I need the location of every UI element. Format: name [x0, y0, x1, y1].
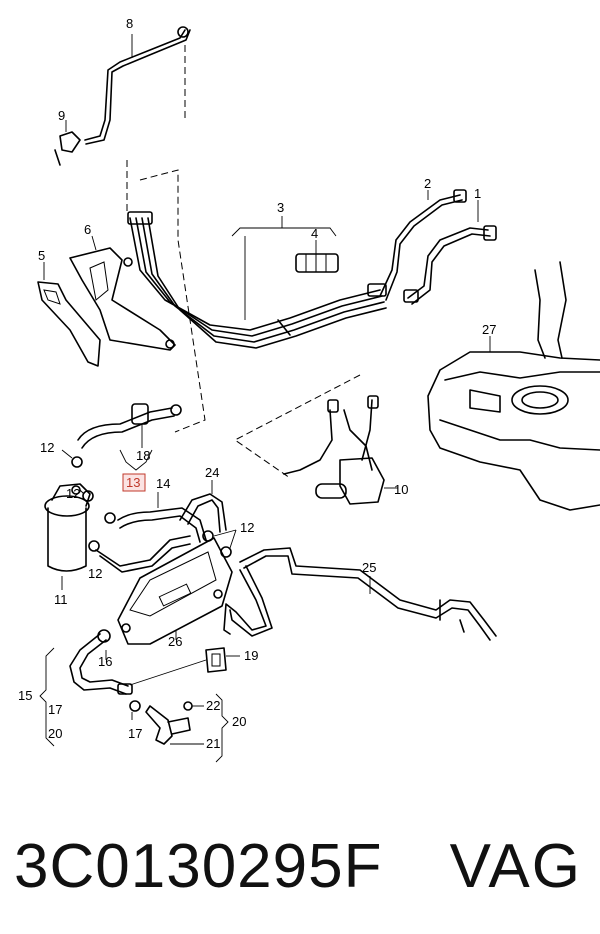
hose-assembly-15 [69, 629, 133, 695]
hose-14 [117, 492, 207, 543]
callout-12-d: 12 [88, 566, 102, 581]
hose-clamps-12 [61, 449, 237, 558]
callout-21: 21 [206, 736, 220, 751]
fuel-line-1 [403, 200, 497, 305]
fuel-line-8 [84, 26, 191, 145]
callout-18: 18 [136, 448, 150, 463]
callout-8: 8 [126, 16, 133, 31]
callout-9: 9 [58, 108, 65, 123]
exploded-parts-diagram: 8 9 2 1 3 4 6 5 27 12 18 13 14 24 12 12 … [18, 16, 600, 763]
callout-19: 19 [244, 648, 258, 663]
callout-27: 27 [482, 322, 496, 337]
leader-13 [119, 449, 153, 471]
callout-12-c: 12 [240, 520, 254, 535]
bracket-19 [129, 647, 240, 686]
callout-6: 6 [84, 222, 91, 237]
connector-21 [129, 700, 204, 745]
hose-24 [179, 480, 227, 533]
fuel-tank-27 [427, 261, 600, 511]
callout-5: 5 [38, 248, 45, 263]
callout-17-b: 17 [128, 726, 142, 741]
callout-4: 4 [311, 226, 318, 241]
fuel-line-25 [223, 547, 497, 641]
clip-4 [295, 240, 339, 273]
callout-24: 24 [205, 465, 219, 480]
guide-line [139, 169, 206, 433]
callout-3: 3 [277, 200, 284, 215]
callout-2: 2 [424, 176, 431, 191]
sensor-harness-10 [283, 395, 398, 505]
callout-1: 1 [474, 186, 481, 201]
hose-lower [95, 535, 191, 573]
callout-13-highlight [122, 473, 146, 492]
footer: 3C0130295F VAG [0, 812, 600, 922]
fuel-line-2 [379, 189, 467, 301]
callout-15: 15 [18, 688, 32, 703]
group-bracket-15 [39, 647, 55, 747]
callout-20-a: 20 [48, 726, 62, 741]
callout-16: 16 [98, 654, 112, 669]
part-number: 3C0130295F [14, 832, 383, 901]
callout-11: 11 [54, 592, 68, 607]
callout-26: 26 [168, 634, 182, 649]
callout-25: 25 [362, 560, 376, 575]
bracket-5 [37, 262, 101, 367]
fuel-line-connector-9 [54, 120, 81, 166]
heat-shield-6 [69, 235, 176, 351]
callout-13: 13 [126, 475, 140, 490]
callout-20-b: 20 [232, 714, 246, 729]
callout-17-a: 17 [48, 702, 62, 717]
guide-line [234, 374, 361, 479]
callout-12-a: 12 [40, 440, 54, 455]
hose-18 [77, 403, 182, 449]
callout-12-b: 12 [66, 486, 80, 501]
callout-10: 10 [394, 482, 408, 497]
callout-22: 22 [206, 698, 220, 713]
brand-label: VAG [449, 832, 582, 901]
callout-14: 14 [156, 476, 170, 491]
bracket-assembly-26 [117, 537, 233, 645]
fuel-line-bundle-3 [127, 211, 387, 349]
group-bracket-20 [215, 693, 229, 763]
